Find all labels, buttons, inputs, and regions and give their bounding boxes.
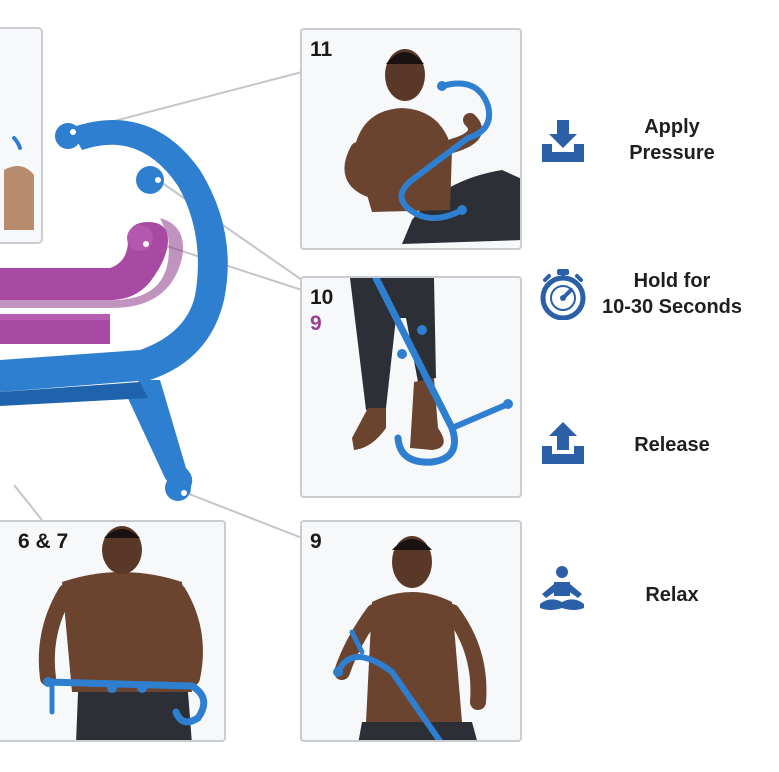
purple-hook bbox=[0, 218, 184, 344]
blue-hook bbox=[0, 120, 228, 501]
download-arrow-icon bbox=[542, 120, 584, 162]
step-label: Relax bbox=[645, 584, 699, 606]
meditation-icon bbox=[540, 566, 584, 610]
panel-number: 9 bbox=[310, 530, 322, 553]
step-release: Release bbox=[530, 410, 770, 480]
step-label-line1: Apply bbox=[644, 116, 700, 138]
man-back-photo bbox=[38, 526, 208, 740]
step-label-line1: Hold for bbox=[633, 270, 711, 292]
step-label-line2: Pressure bbox=[629, 142, 715, 164]
step-apply-pressure: Apply Pressure bbox=[530, 100, 770, 190]
panel-step-11: 11 bbox=[300, 28, 522, 250]
panel-number: 10 bbox=[310, 286, 334, 309]
panel-number-secondary: 9 bbox=[310, 312, 322, 335]
panel-number: 11 bbox=[310, 38, 333, 61]
panel-step-10: 10 9 bbox=[300, 276, 522, 498]
left-partial-tool-tip bbox=[12, 136, 22, 150]
left-partial-skin bbox=[4, 166, 34, 230]
upload-arrow-icon bbox=[542, 422, 584, 464]
stopwatch-icon bbox=[540, 269, 586, 320]
panel-step-6-7: 6 & 7 bbox=[0, 520, 226, 742]
legs-standing-photo bbox=[350, 278, 513, 466]
step-label-line2: 10-30 Seconds bbox=[601, 296, 743, 318]
panel-step-9: 9 bbox=[300, 520, 522, 742]
panel-number: 6 & 7 bbox=[18, 530, 69, 553]
step-relax: Relax bbox=[530, 562, 770, 632]
man-seated-photo bbox=[344, 49, 520, 244]
step-label: Release bbox=[634, 434, 710, 456]
man-standing-photo bbox=[333, 536, 487, 740]
step-hold: Hold for 10-30 Seconds bbox=[530, 258, 770, 348]
